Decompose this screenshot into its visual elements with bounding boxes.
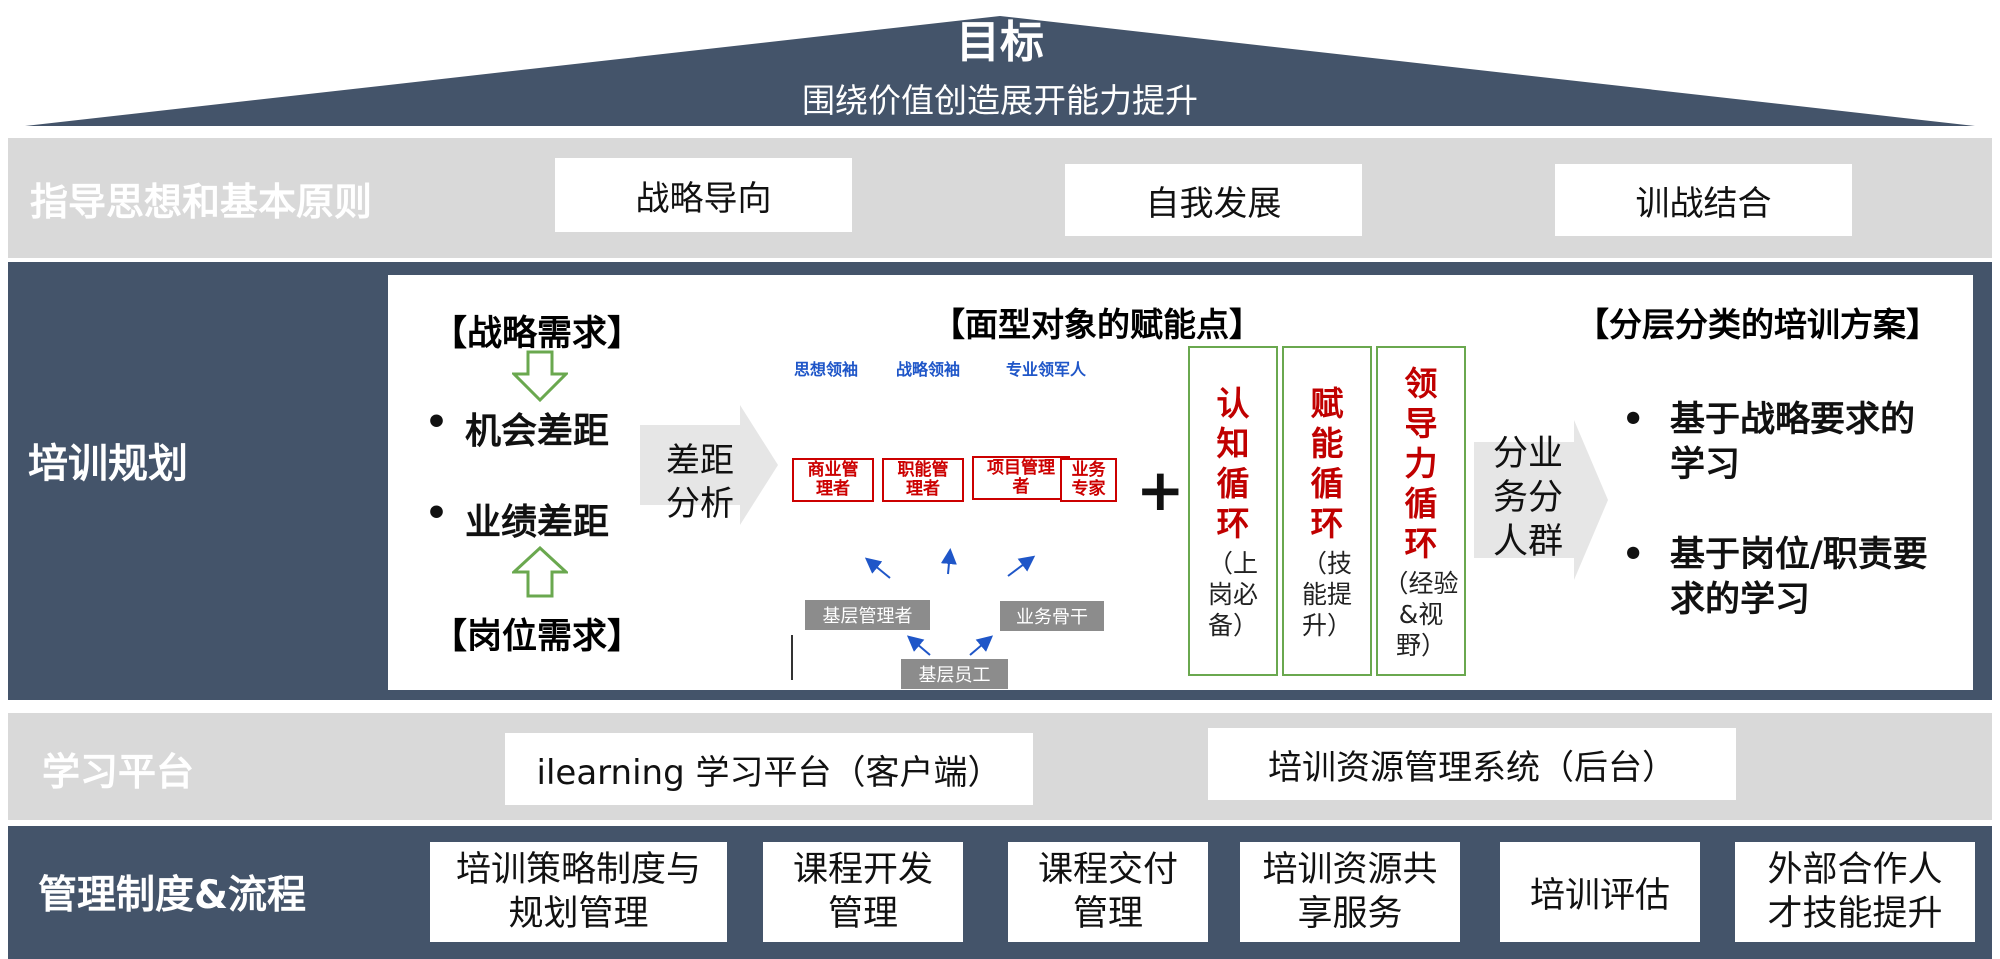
bullet-icon: • (1622, 400, 1645, 440)
bullet-icon: • (1622, 535, 1645, 575)
cognition-cycle-box: 认知循环 （上岗必备） (1188, 346, 1278, 676)
professional-leader-label: 专业领军人 (1006, 360, 1087, 379)
roof-title: 目标 (956, 17, 1044, 68)
up-hollow-arrow-icon (512, 546, 568, 598)
grouping-arrow (1474, 420, 1608, 580)
platform-label: 学习平台 (42, 749, 195, 794)
resource-management-system-box: 培训资源管理系统（后台） (1208, 728, 1736, 800)
roof-subtitle: 围绕价值创造展开能力提升 (802, 81, 1198, 120)
position-learning-label: 基于岗位/职责要求的学习 (1670, 535, 1928, 620)
enablement-cycle-name: 赋能循环 (1310, 384, 1344, 543)
grassroots-employee-box: 基层员工 (901, 659, 1008, 689)
business-backbone-box: 业务骨干 (1000, 601, 1104, 631)
leadership-cycle-desc: （经验&视野） (1383, 569, 1459, 660)
role-box-label: 业务专家 (1071, 460, 1106, 499)
bullet-icon: • (425, 402, 449, 443)
gap-analysis-arrow (640, 405, 778, 525)
leadership-cycle-box: 领导力循环 （经验&视野） (1376, 346, 1466, 676)
resource-sharing-label: 培训资源共享服务 (1262, 850, 1438, 934)
bullet-icon: • (425, 493, 449, 534)
course-development-box: 课程开发管理 (763, 842, 963, 942)
upward-arrows (791, 548, 1036, 680)
performance-gap-label: 业绩差距 (465, 502, 610, 543)
role-box-function-manager: 职能管理者 (882, 458, 964, 502)
position-demand-title: 【岗位需求】 (432, 617, 643, 657)
enablement-title: 【面型对象的赋能点】 (932, 305, 1262, 344)
plus-sign: + (1136, 456, 1185, 524)
principle-strategy-box: 战略导向 (555, 158, 852, 232)
role-box-label: 职能管理者 (897, 460, 949, 499)
principle-self-development-box: 自我发展 (1065, 164, 1362, 236)
strategic-demand-title: 【战略需求】 (432, 314, 643, 354)
ilearning-platform-box: ilearning 学习平台（客户端） (505, 733, 1033, 805)
grassroots-manager-box: 基层管理者 (805, 600, 930, 630)
strategy-learning-label: 基于战略要求的学习 (1670, 400, 1916, 485)
grouping-text: 分业 务分 人群 (1488, 432, 1568, 564)
gap-analysis-line-2: 分析 (666, 484, 734, 524)
thought-leader-label: 思想领袖 (794, 360, 859, 379)
planning-label: 培训规划 (28, 441, 188, 487)
cognition-cycle-name: 认知循环 (1216, 384, 1250, 543)
gap-analysis-text: 差距 分析 (660, 440, 740, 526)
training-scheme-title: 【分层分类的培训方案】 (1576, 305, 1939, 344)
training-evaluation-box: 培训评估 (1500, 842, 1700, 942)
gap-analysis-line-1: 差距 (666, 441, 734, 481)
strategy-policy-box: 培训策略制度与规划管理 (430, 842, 727, 942)
grouping-line-3: 人群 (1492, 522, 1563, 562)
down-hollow-arrow-icon (512, 350, 568, 402)
principle-training-combat-box: 训战结合 (1555, 164, 1852, 236)
strategy-leader-label: 战略领袖 (896, 360, 961, 379)
course-delivery-box: 课程交付管理 (1008, 842, 1208, 942)
external-talent-label: 外部合作人才技能提升 (1767, 850, 1943, 934)
opportunity-gap-label: 机会差距 (465, 411, 610, 452)
role-box-project-manager: 项目管理者 (972, 456, 1070, 500)
external-talent-box: 外部合作人才技能提升 (1735, 842, 1975, 942)
management-label: 管理制度&流程 (38, 873, 307, 918)
strategy-learning-item: • 基于战略要求的学习 (1622, 398, 1962, 488)
grouping-line-2: 务分 (1492, 478, 1563, 518)
grouping-line-1: 分业 (1492, 434, 1563, 474)
course-development-label: 课程开发管理 (792, 850, 933, 934)
role-box-business-manager: 商业管理者 (792, 458, 874, 502)
enablement-cycle-desc: （技能提升） (1301, 549, 1352, 640)
enablement-cycle-box: 赋能循环 （技能提升） (1282, 346, 1372, 676)
resource-sharing-box: 培训资源共享服务 (1240, 842, 1460, 942)
opportunity-gap-item: • 机会差距 (425, 402, 609, 454)
course-delivery-label: 课程交付管理 (1037, 850, 1178, 934)
role-box-business-expert: 业务专家 (1060, 458, 1117, 502)
position-learning-item: • 基于岗位/职责要求的学习 (1622, 533, 1962, 623)
leadership-cycle-name: 领导力循环 (1404, 364, 1438, 563)
strategy-policy-label: 培训策略制度与规划管理 (455, 850, 701, 934)
role-box-label: 商业管理者 (807, 460, 859, 499)
cognition-cycle-desc: （上岗必备） (1207, 549, 1258, 640)
performance-gap-item: • 业绩差距 (425, 493, 609, 545)
role-box-label: 项目管理者 (987, 458, 1055, 497)
principles-label: 指导思想和基本原则 (30, 179, 373, 224)
roof (25, 16, 1975, 126)
